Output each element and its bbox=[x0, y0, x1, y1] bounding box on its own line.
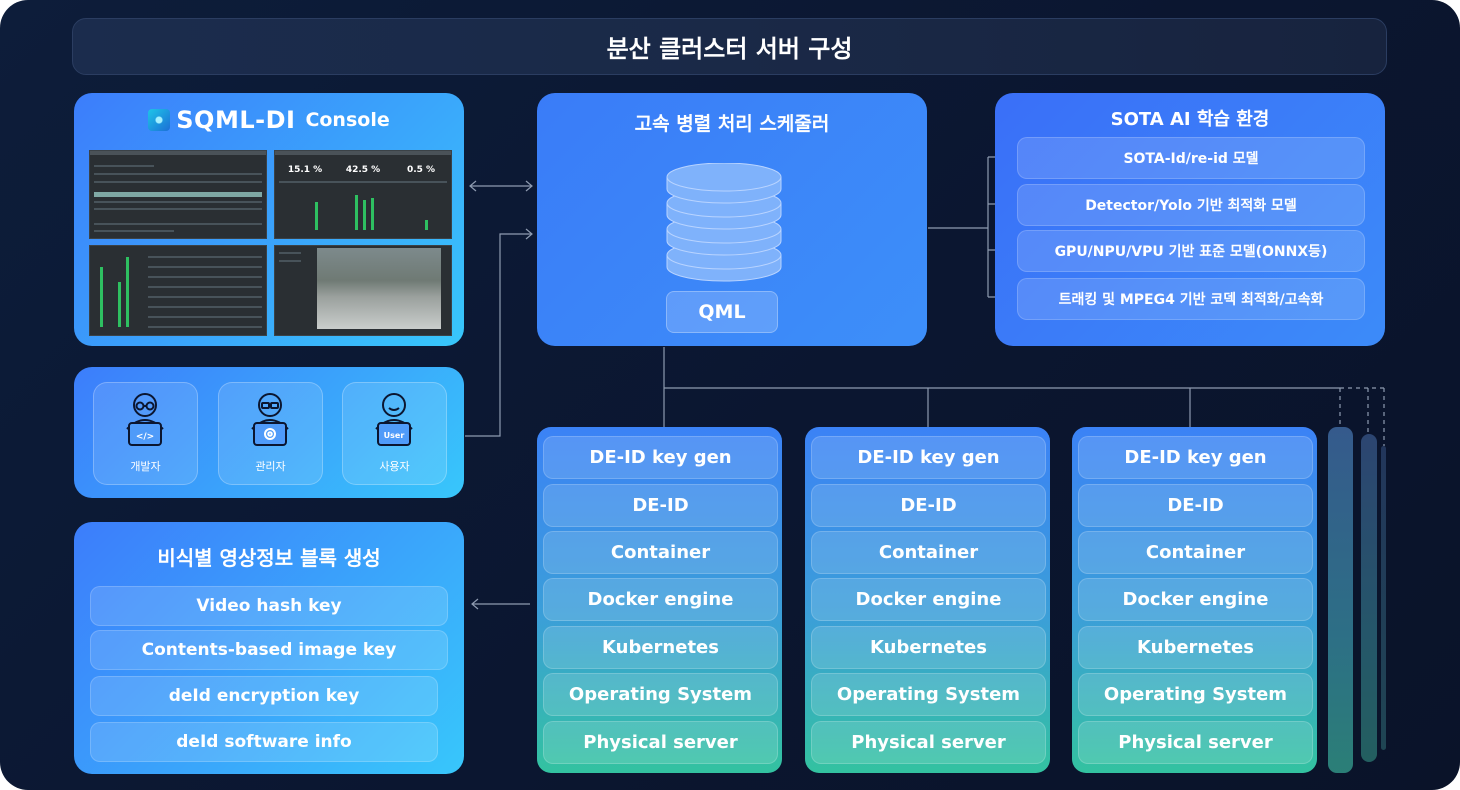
sqml-logo-icon bbox=[148, 109, 171, 131]
server-layer: Kubernetes bbox=[1078, 626, 1313, 669]
server-layer: Docker engine bbox=[543, 578, 778, 621]
sota-title: SOTA AI 학습 환경 bbox=[1110, 109, 1270, 130]
key-item: deId software info bbox=[90, 722, 438, 762]
key-item: deId encryption key bbox=[90, 676, 438, 716]
server-layer: Container bbox=[543, 531, 778, 574]
block-generation-panel: 비식별 영상정보 블록 생성 Video hash key Contents-b… bbox=[74, 522, 464, 774]
database-stack-icon bbox=[666, 163, 782, 282]
cctv-video-frame bbox=[317, 248, 441, 329]
developer-code-icon: </> bbox=[126, 393, 164, 446]
sota-item: 트래킹 및 MPEG4 기반 코덱 최적화/고속화 bbox=[1017, 278, 1365, 320]
user-label-developer: 개발자 bbox=[130, 460, 161, 473]
server-layer: DE-ID bbox=[1078, 484, 1313, 527]
console-screenshot-video bbox=[274, 245, 452, 336]
sota-item: GPU/NPU/VPU 기반 표준 모델(ONNX등) bbox=[1017, 230, 1365, 272]
console-header: SQML-DI Console bbox=[74, 103, 464, 137]
server-node-ghost-2 bbox=[1361, 434, 1377, 762]
page-title: 분산 클러스터 서버 구성 bbox=[72, 18, 1387, 75]
key-item: Contents-based image key bbox=[90, 630, 448, 670]
console-panel: SQML-DI Console 15.1 % 42.5 % 0.5 % bbox=[74, 93, 464, 346]
console-screenshot-logs bbox=[89, 245, 267, 336]
block-generation-title: 비식별 영상정보 블록 생성 bbox=[157, 546, 381, 570]
user-label-user: 사용자 bbox=[379, 460, 410, 473]
user-label-admin: 관리자 bbox=[255, 460, 286, 473]
cpu-metric: 15.1 % bbox=[287, 165, 323, 175]
server-layer: Container bbox=[1078, 531, 1313, 574]
sota-item: Detector/Yolo 기반 최적화 모델 bbox=[1017, 184, 1365, 226]
console-subtitle: Console bbox=[305, 109, 390, 131]
server-layer: Kubernetes bbox=[543, 626, 778, 669]
scheduler-panel: 고속 병렬 처리 스케줄러 QML bbox=[537, 93, 927, 346]
server-layer: Operating System bbox=[811, 673, 1046, 716]
user-card-developer[interactable]: </> 개발자 bbox=[93, 382, 198, 485]
server-node-ghost-1 bbox=[1328, 427, 1353, 773]
sota-item: SOTA-Id/re-id 모델 bbox=[1017, 137, 1365, 179]
server-layer: Container bbox=[811, 531, 1046, 574]
server-layer: Kubernetes bbox=[811, 626, 1046, 669]
server-layer: Docker engine bbox=[811, 578, 1046, 621]
users-panel: </> 개발자 관리자 bbox=[74, 367, 464, 498]
server-layer: DE-ID bbox=[543, 484, 778, 527]
console-screenshot-metrics: 15.1 % 42.5 % 0.5 % bbox=[274, 150, 452, 239]
scheduler-title: 고속 병렬 처리 스케줄러 bbox=[634, 113, 830, 135]
server-layer: Docker engine bbox=[1078, 578, 1313, 621]
server-layer: DE-ID bbox=[811, 484, 1046, 527]
server-node-2: DE-ID key gen DE-ID Container Docker eng… bbox=[805, 427, 1050, 773]
server-layer: Operating System bbox=[1078, 673, 1313, 716]
console-logo: SQML-DI bbox=[176, 106, 296, 134]
user-card-admin[interactable]: 관리자 bbox=[218, 382, 323, 485]
svg-text:User: User bbox=[384, 431, 405, 440]
server-node-ghost-3 bbox=[1381, 446, 1386, 750]
sota-panel: SOTA AI 학습 환경 SOTA-Id/re-id 모델 Detector/… bbox=[995, 93, 1385, 346]
server-node-3: DE-ID key gen DE-ID Container Docker eng… bbox=[1072, 427, 1317, 773]
server-layer: DE-ID key gen bbox=[543, 436, 778, 479]
key-item: Video hash key bbox=[90, 586, 448, 626]
server-layer: Physical server bbox=[1078, 721, 1313, 764]
server-node-1: DE-ID key gen DE-ID Container Docker eng… bbox=[537, 427, 782, 773]
server-layer: Operating System bbox=[543, 673, 778, 716]
server-layer: DE-ID key gen bbox=[1078, 436, 1313, 479]
server-layer: Physical server bbox=[811, 721, 1046, 764]
user-icon: User bbox=[375, 393, 413, 446]
memory-metric: 42.5 % bbox=[345, 165, 381, 175]
svg-text:</>: </> bbox=[136, 432, 154, 442]
server-layer: DE-ID key gen bbox=[811, 436, 1046, 479]
qml-label: QML bbox=[666, 291, 778, 333]
user-card-user[interactable]: User 사용자 bbox=[342, 382, 447, 485]
gpu-metric: 0.5 % bbox=[406, 165, 436, 175]
admin-gear-icon bbox=[251, 393, 289, 446]
console-screenshot-table bbox=[89, 150, 267, 239]
server-layer: Physical server bbox=[543, 721, 778, 764]
